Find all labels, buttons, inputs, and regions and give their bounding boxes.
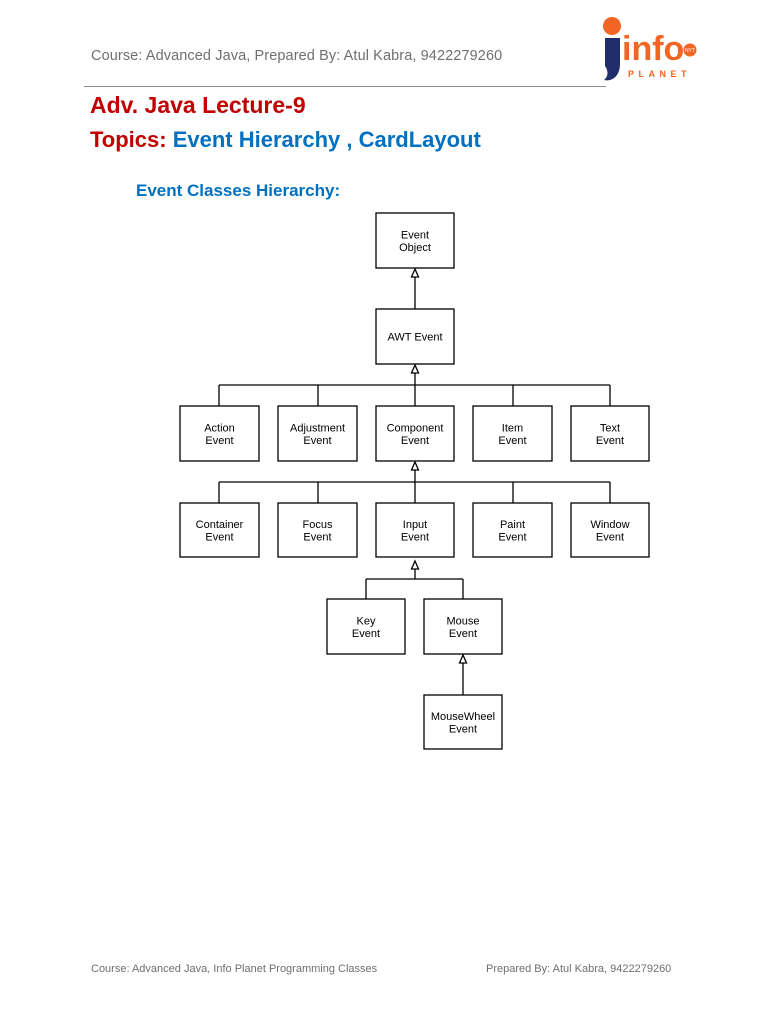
node-label: Event (303, 531, 331, 543)
node-label: Container (196, 519, 244, 531)
header-rule (84, 86, 606, 87)
node-label: Item (502, 422, 523, 434)
node-label: Event (401, 531, 429, 543)
node-label: Event (401, 435, 429, 447)
logo-sub-text: PLANET (628, 69, 691, 79)
node-box (375, 308, 455, 365)
node-box (375, 405, 455, 462)
node-label: Event (303, 435, 331, 447)
node-box (570, 502, 650, 558)
node-box (472, 405, 553, 462)
node-label: Event (205, 531, 233, 543)
node-box (423, 598, 503, 655)
node-box (570, 405, 650, 462)
node-box (277, 502, 358, 558)
lecture-title: Adv. Java Lecture-9 (90, 92, 306, 118)
node-label: Action (204, 422, 235, 434)
node-label: Event (449, 723, 477, 735)
node-label: Input (403, 519, 427, 531)
node-label: AWT Event (387, 332, 442, 344)
node-awt-event: AWT Event (375, 308, 455, 365)
footer-left: Course: Advanced Java, Info Planet Progr… (91, 963, 378, 975)
node-box (423, 694, 503, 750)
node-box (277, 405, 358, 462)
node-label: Event (401, 229, 429, 241)
node-box (179, 502, 260, 558)
node-label: Paint (500, 519, 525, 531)
node-label: Event (498, 531, 526, 543)
node-label: Event (596, 531, 624, 543)
node-label: MouseWheel (431, 711, 495, 723)
node-label: Window (590, 519, 629, 531)
node-box (326, 598, 406, 655)
section-heading: Event Classes Hierarchy: (136, 181, 341, 200)
logo-main-text: info (622, 30, 684, 68)
node-label: Event (352, 628, 380, 640)
footer-right: Prepared By: Atul Kabra, 9422279260 (486, 963, 672, 975)
header-text: Course: Advanced Java, Prepared By: Atul… (91, 48, 503, 64)
node-label: Component (387, 422, 444, 434)
node-box (375, 212, 455, 269)
logo-badge (683, 43, 697, 57)
node-label: Adjustment (290, 422, 345, 434)
node-label: Event (205, 435, 233, 447)
topics-line: Topics: Event Hierarchy , CardLayout (90, 127, 481, 153)
node-label: Object (399, 242, 431, 254)
diagram-connectors (218, 267, 611, 695)
node-label: Text (600, 422, 620, 434)
info-planet-logo: info NYT PLANET (603, 17, 697, 81)
logo-badge-text: NYT (685, 48, 695, 54)
node-box (179, 405, 260, 462)
node-box (472, 502, 553, 558)
topics-value: Event Hierarchy , CardLayout (172, 127, 481, 152)
node-label: Event (449, 628, 477, 640)
node-box (375, 502, 455, 558)
node-label: Key (357, 615, 376, 627)
logo-dot (603, 17, 621, 35)
node-label: Mouse (446, 615, 479, 627)
node-label: Focus (303, 519, 333, 531)
node-label: Event (498, 435, 526, 447)
topics-label: Topics: (90, 127, 167, 152)
node-label: Event (596, 435, 624, 447)
logo-hook (604, 38, 620, 81)
